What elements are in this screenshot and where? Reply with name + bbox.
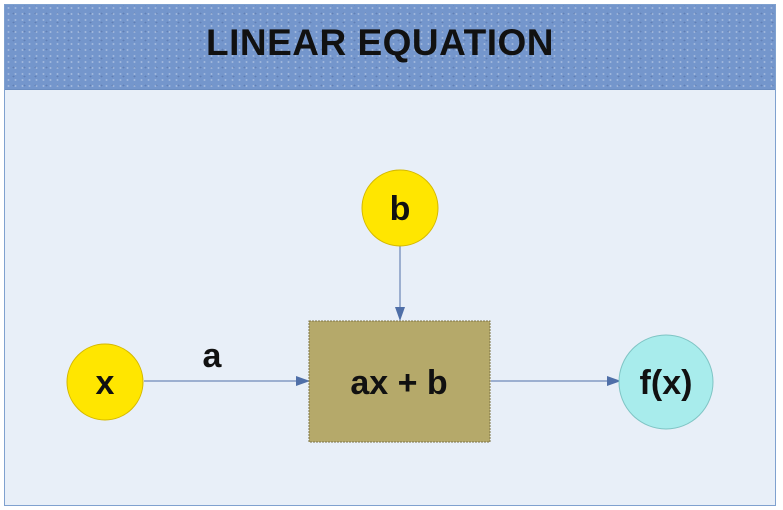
node-b-label: b — [390, 190, 411, 228]
edge-label-a: a — [203, 337, 223, 375]
node-x-label: x — [96, 364, 115, 402]
title-banner: LINEAR EQUATION — [5, 5, 775, 90]
diagram-title: LINEAR EQUATION — [205, 22, 555, 63]
node-x-circle — [66, 343, 144, 421]
diagram-frame: LINEAR EQUATION — [4, 4, 776, 506]
node-output-circle — [618, 334, 714, 430]
node-b-circle — [361, 169, 439, 247]
process-label: ax + b — [350, 364, 447, 402]
process-box — [308, 320, 491, 443]
node-output-label: f(x) — [640, 364, 693, 402]
